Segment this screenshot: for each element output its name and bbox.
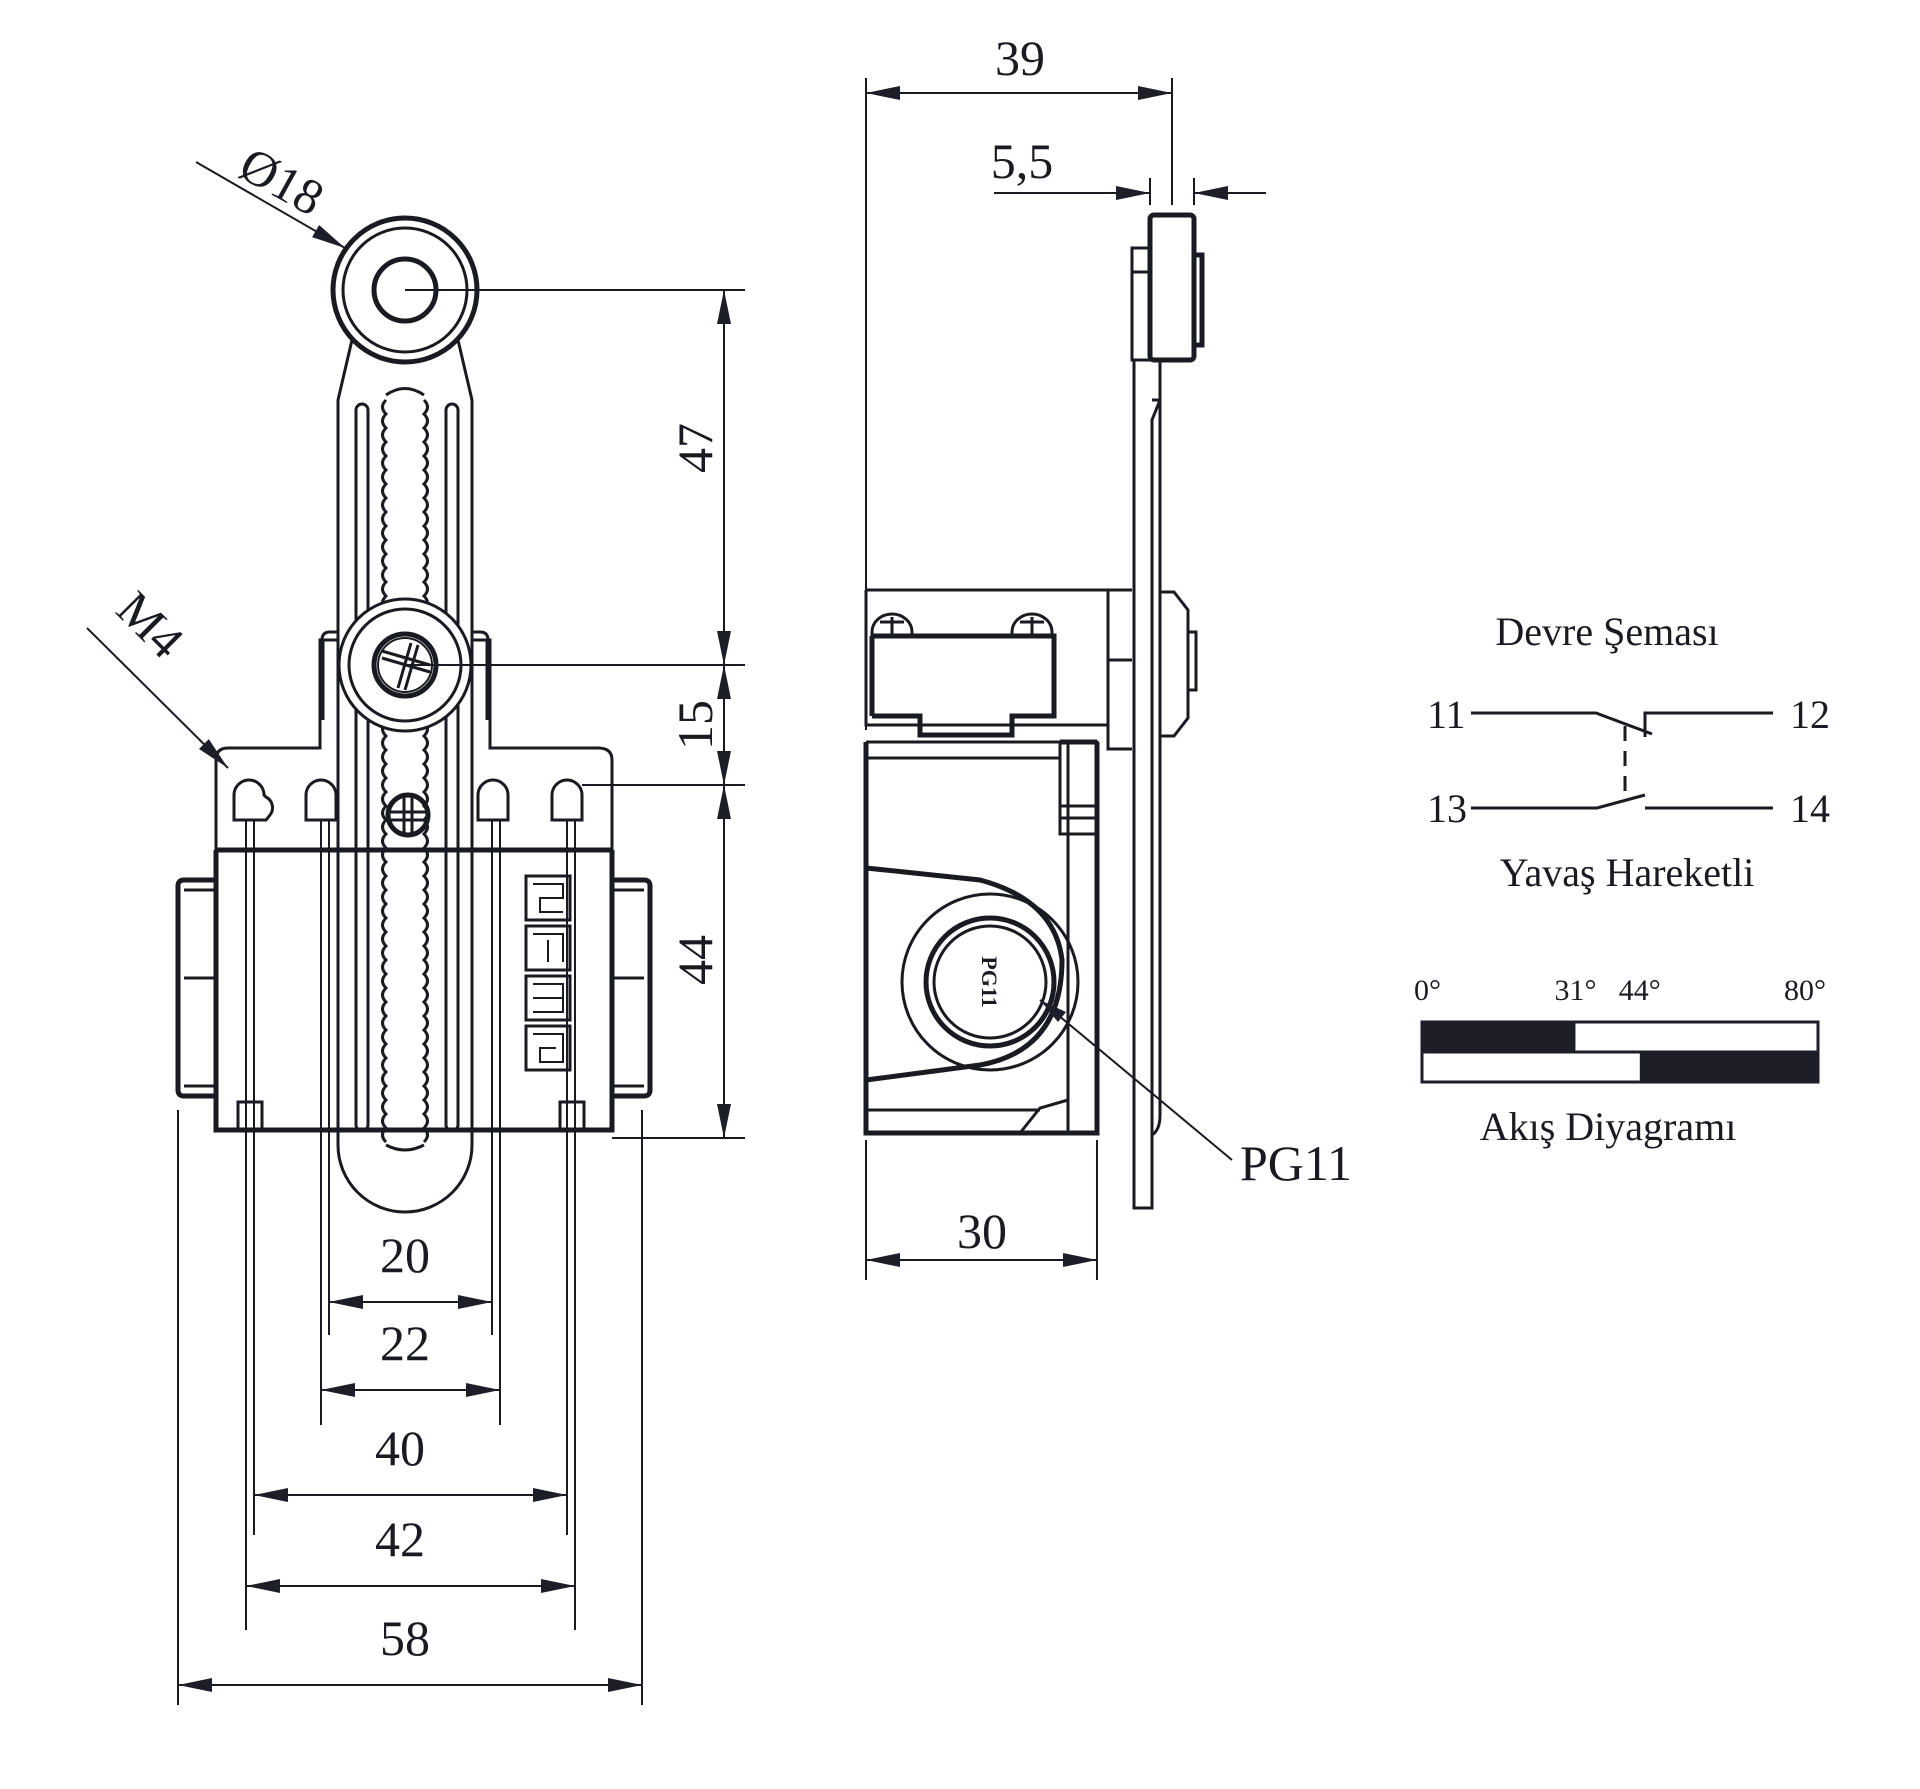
dim-30: 30	[957, 1203, 1007, 1259]
terminal-14: 14	[1790, 786, 1830, 831]
terminal-13: 13	[1427, 786, 1467, 831]
tick-label: 44°	[1619, 974, 1661, 1007]
roller-side	[1130, 212, 1205, 363]
dim-44: 44	[667, 935, 723, 985]
dim-20: 20	[380, 1227, 430, 1283]
switch-body	[175, 847, 653, 1133]
mount-hole	[550, 778, 584, 822]
mount-hole	[304, 778, 338, 822]
circuit-schematic: Devre Şeması 11 12 13 14 Yavaş Hareketli	[1427, 609, 1830, 895]
serrated-slot-right	[421, 398, 429, 1144]
circuit-subtitle: Yavaş Hareketli	[1500, 850, 1755, 895]
vertical-dimensions: 47 15 44	[405, 289, 745, 1139]
extension-lines	[177, 820, 643, 1705]
flow-title: Akış Diyagramı	[1480, 1104, 1737, 1149]
leaders: Ø18 M4	[86, 136, 346, 769]
dim-15: 15	[667, 700, 723, 750]
no-contact	[1471, 793, 1773, 810]
lever-plate	[1132, 360, 1162, 1210]
gland-marking: PG11	[977, 956, 1002, 1007]
tick-label: 31°	[1554, 974, 1596, 1007]
terminal-11: 11	[1427, 692, 1466, 737]
head-side	[864, 588, 1108, 738]
brand-logo	[524, 874, 572, 1072]
flow-diagram: 0° 31° 44° 80° Akış Diyagramı	[1414, 974, 1826, 1149]
roller-diameter-label: Ø18	[231, 136, 333, 227]
mount-hole	[232, 778, 274, 822]
tick-label: 80°	[1784, 974, 1826, 1007]
dim-58: 58	[380, 1610, 430, 1666]
dim-42: 42	[375, 1511, 425, 1567]
tick-label: 0°	[1414, 974, 1441, 1007]
circuit-title: Devre Şeması	[1495, 609, 1718, 654]
terminal-12: 12	[1790, 692, 1830, 737]
nc-contact	[1471, 711, 1773, 737]
lever-arm	[336, 339, 474, 1214]
horizontal-dimensions: 20 22 40 42 58	[178, 1227, 642, 1692]
front-view: 20 22 40 42 58 47 15 44 Ø18 M4	[86, 136, 745, 1705]
mount-hole	[476, 778, 510, 822]
side-view: PG11 39 5,5 30 PG11	[863, 30, 1352, 1280]
serrated-slot-left	[381, 398, 389, 1144]
side-dimensions: 39 5,5 30 PG11	[865, 30, 1352, 1280]
thread-label: M4	[106, 580, 195, 669]
adjust-screw	[385, 792, 431, 838]
dim-40: 40	[375, 1420, 425, 1476]
flow-closed-segment-13-14	[1639, 1052, 1818, 1082]
gland-label: PG11	[1240, 1135, 1352, 1191]
body-side: PG11	[863, 739, 1100, 1136]
dim-39: 39	[995, 30, 1045, 86]
dim-22: 22	[380, 1315, 430, 1371]
dim-5-5: 5,5	[991, 133, 1054, 189]
pivot-side	[1106, 588, 1198, 751]
flow-closed-segment-11-12	[1422, 1022, 1576, 1052]
dim-47: 47	[667, 423, 723, 473]
